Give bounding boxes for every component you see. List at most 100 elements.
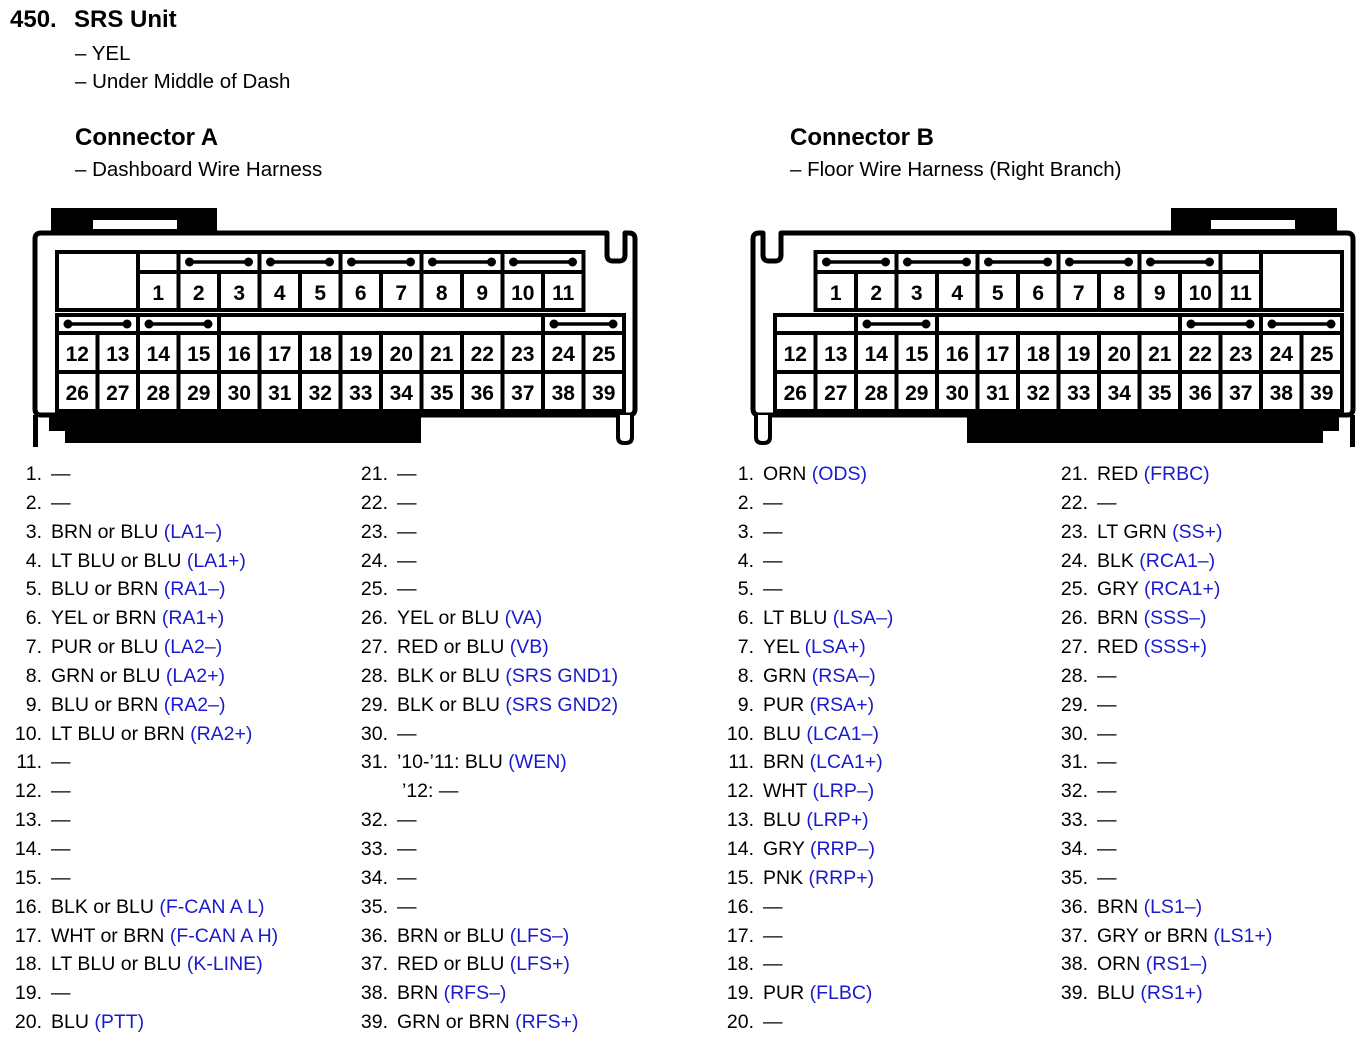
pin-label: — <box>1097 866 1117 889</box>
pin-cell-36 <box>460 370 505 413</box>
pin-cell-35 <box>419 370 464 413</box>
pin-entry: 8.GRN (RSA–) <box>716 663 893 692</box>
pin-number: 9. <box>25 693 42 716</box>
pin-label: BRN (RFS–) <box>397 982 507 1005</box>
bridge-dot <box>144 319 154 329</box>
pin-cell-number: 7 <box>1073 282 1085 305</box>
pin-label: — <box>397 491 417 514</box>
pin-cell-number: 26 <box>66 382 89 405</box>
pin-cell-number: 8 <box>436 282 448 305</box>
pin-cell-27 <box>813 370 858 413</box>
pin-number: 4. <box>25 549 42 572</box>
pin-number: 35. <box>1060 866 1088 889</box>
pin-entry: 27.RED or BLU (VB) <box>350 634 618 663</box>
pin-cell-7 <box>379 270 424 312</box>
pin-entry: 38.ORN (RS1–) <box>1050 951 1272 980</box>
pin-cell-number: 39 <box>1310 382 1333 405</box>
bridge-dot <box>1205 257 1214 267</box>
pin-cell-number: 21 <box>1148 343 1172 366</box>
signal-name: (RSA–) <box>811 664 876 687</box>
pin-entry: 7.PUR or BLU (LA2–) <box>4 634 278 663</box>
signal-name: (K-LINE) <box>186 953 263 976</box>
pin-cell-number: 14 <box>147 343 171 366</box>
pin-cell-number: 19 <box>349 343 372 366</box>
bridge-dot <box>903 257 912 267</box>
pin-entry: 3.BRN or BLU (LA1–) <box>4 519 278 548</box>
signal-name: (RRP–) <box>809 837 875 860</box>
pin-number: 34. <box>360 866 388 889</box>
pin-cell-number: 31 <box>986 382 1010 405</box>
pin-entry: 35. — <box>1050 865 1272 894</box>
signal-name: (RA1–) <box>163 578 226 601</box>
bridge-dot <box>1267 319 1277 329</box>
signal-name: (SRS GND2) <box>505 693 619 716</box>
signal-name: (RA2–) <box>163 693 226 716</box>
blank-block <box>1259 250 1344 312</box>
bridge-dot <box>1124 257 1133 267</box>
pin-label: PUR (RSA+) <box>763 693 875 716</box>
pin-cell-number: 38 <box>552 382 576 405</box>
pin-cell-number: 34 <box>390 382 414 405</box>
pin-entry: 18.LT BLU or BLU (K-LINE) <box>4 951 278 980</box>
pin-number: 39. <box>360 1011 388 1034</box>
pin-label: — <box>51 809 71 832</box>
bridge-dot <box>325 257 334 267</box>
bridge-dot <box>921 319 931 329</box>
pin-entry: 12.WHT (LRP–) <box>716 778 893 807</box>
pin-cell-number: 19 <box>1067 343 1090 366</box>
pin-label: RED (FRBC) <box>1097 463 1210 485</box>
signal-name: (RSA+) <box>809 693 875 716</box>
signal-name: (LA1–) <box>163 520 223 543</box>
pin-entry: 29.— <box>1050 692 1272 721</box>
pin-cell-number: 35 <box>1148 382 1172 405</box>
pin-entry: 33.— <box>350 836 618 865</box>
pin-cell-number: 21 <box>430 343 454 366</box>
pin-label: — <box>763 578 783 601</box>
pin-entry: 38.BRN (RFS–) <box>350 980 618 1009</box>
pin-label: BRN (LS1–) <box>1097 895 1203 918</box>
signal-name: (LS1–) <box>1143 895 1203 918</box>
signal-name: (RA2+) <box>190 722 253 745</box>
pin-entry: 2.— <box>4 490 278 519</box>
signal-name: (RFS–) <box>443 982 507 1005</box>
pin-entry: 21.RED (FRBC) <box>1050 461 1272 490</box>
pin-number: 13. <box>14 809 42 832</box>
pin-number: 22. <box>1060 491 1088 514</box>
pin-number: 27. <box>360 636 388 659</box>
pin-number: 6. <box>737 607 754 630</box>
pin-number: 19. <box>726 982 754 1005</box>
bridge-dot <box>1326 319 1336 329</box>
pin-number: 28. <box>360 664 388 687</box>
pin-label: — <box>51 463 71 485</box>
bridge-dot <box>203 319 213 329</box>
signal-name: (LRP–) <box>812 780 875 803</box>
pin-cell-2 <box>176 270 221 312</box>
pin-cell-7 <box>1056 270 1101 312</box>
pin-cell-number: 12 <box>784 343 807 366</box>
pin-cell-number: 20 <box>1108 343 1131 366</box>
pin-cell-number: 6 <box>355 282 367 305</box>
pin-label: — <box>763 520 783 543</box>
pin-cell-5 <box>298 270 343 312</box>
connector-b-pin-list-left: 1.ORN (ODS)2.—3.—4.—5.—6.LT BLU (LSA–)7.… <box>716 461 894 1038</box>
bridge-dot <box>122 319 132 329</box>
pin-cell-number: 17 <box>986 343 1009 366</box>
pin-entry: 10.LT BLU or BRN (RA2+) <box>4 721 278 750</box>
pin-cell-number: 34 <box>1108 382 1132 405</box>
pin-cell-10 <box>1178 270 1223 312</box>
pin-cell-number: 9 <box>1154 282 1166 305</box>
pin-label: — <box>397 866 417 889</box>
signal-name: (PTT) <box>94 1011 145 1034</box>
tab-slot <box>93 220 177 229</box>
pin-cell-34 <box>1097 370 1142 413</box>
pin-label: PUR or BLU (LA2–) <box>51 636 223 659</box>
pin-cell-36 <box>1178 370 1223 413</box>
pin-number: 21. <box>360 463 388 485</box>
pin-cell-number: 22 <box>1189 343 1212 366</box>
pin-label: RED (SSS+) <box>1097 636 1207 659</box>
pin-cell-6 <box>338 270 383 312</box>
pin-number: 30. <box>360 722 388 745</box>
pin-cell-number: 25 <box>1310 343 1334 366</box>
pin-number: 15. <box>726 866 754 889</box>
bridge-dot <box>266 257 275 267</box>
